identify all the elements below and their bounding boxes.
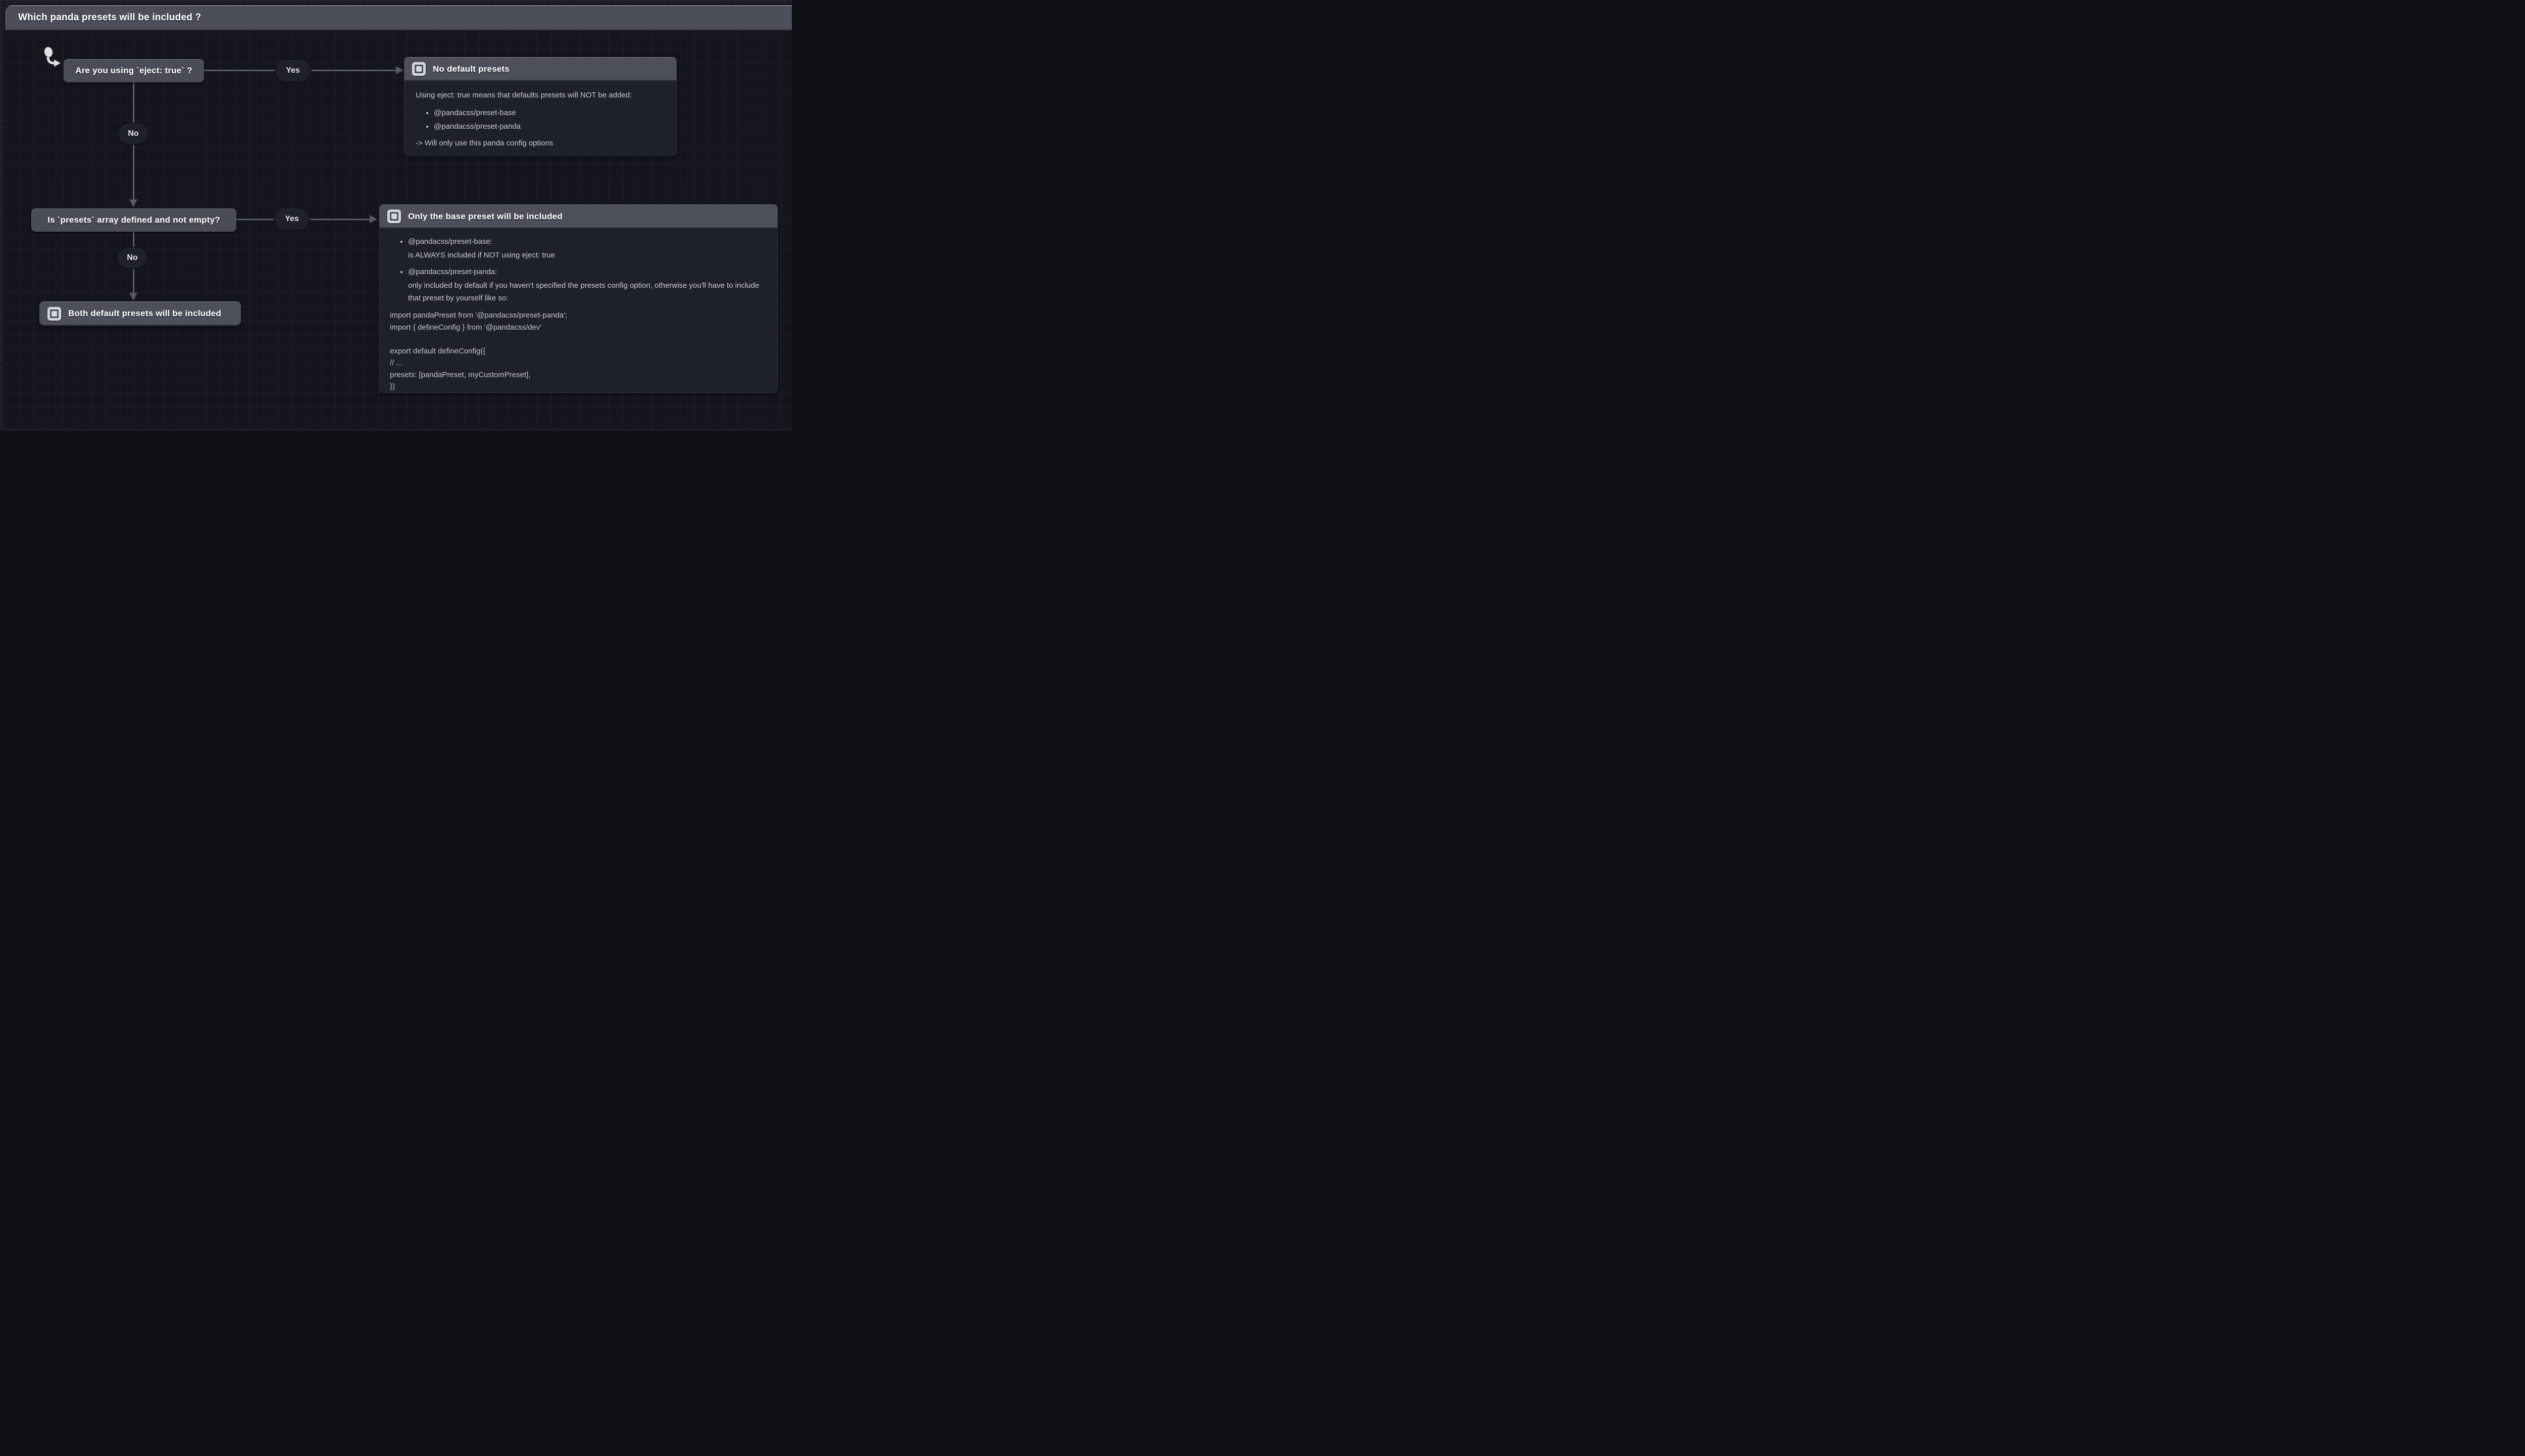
- frame-title: Which panda presets will be included ?: [18, 12, 201, 23]
- frame-title-bar[interactable]: Which panda presets will be included ?: [5, 5, 792, 30]
- preset-base-desc: is ALWAYS included if NOT using eject: t…: [408, 251, 556, 259]
- box-both-presets-header[interactable]: Both default presets will be included: [39, 301, 241, 326]
- code-line: }): [390, 382, 395, 391]
- frame-icon: [387, 210, 401, 223]
- code-line: presets: [pandaPreset, myCustomPreset],: [390, 370, 531, 379]
- edge-yes-1-label[interactable]: Yes: [275, 59, 311, 82]
- base-only-list: @pandacss/preset-base: is ALWAYS include…: [390, 235, 767, 304]
- node-eject-question[interactable]: Are you using `eject: true` ?: [64, 59, 204, 82]
- code-line: // ...: [390, 358, 403, 367]
- node-eject-question-label: Are you using `eject: true` ?: [75, 66, 192, 75]
- no-default-intro: Using eject: true means that defaults pr…: [416, 91, 632, 99]
- diagram-content: Are you using `eject: true` ? Yes No: [5, 30, 792, 427]
- list-item: @pandacss/preset-panda: [434, 120, 665, 133]
- preset-panda-desc: only included by default if you haven't …: [408, 281, 760, 302]
- edge-no-2-arrowhead: [129, 293, 137, 300]
- box-no-default-presets-body: Using eject: true means that defaults pr…: [404, 81, 677, 155]
- diagram-frame[interactable]: Which panda presets will be included ? A…: [5, 5, 792, 427]
- edge-yes-2-arrowhead: [370, 215, 377, 223]
- edge-no-2-label[interactable]: No: [117, 247, 148, 269]
- box-base-preset-only-title: Only the base preset will be included: [408, 211, 563, 221]
- list-item: @pandacss/preset-panda: only included by…: [408, 266, 767, 304]
- edge-yes-2-label[interactable]: Yes: [274, 207, 310, 231]
- code-line: import { defineConfig } from '@pandacss/…: [390, 323, 542, 332]
- edge-no-1-arrowhead: [129, 199, 137, 207]
- box-no-default-presets[interactable]: No default presets Using eject: true mea…: [404, 57, 677, 155]
- canvas-background: Which panda presets will be included ? A…: [0, 0, 792, 431]
- edge-no-1-label[interactable]: No: [118, 123, 149, 145]
- no-default-outro: -> Will only use this panda config optio…: [416, 139, 553, 147]
- cursor-arrow-icon: [44, 47, 61, 67]
- preset-base-term: @pandacss/preset-base:: [408, 237, 492, 246]
- list-item: @pandacss/preset-base: [434, 107, 665, 119]
- node-presets-question[interactable]: Is `presets` array defined and not empty…: [31, 209, 236, 232]
- frame-icon: [47, 306, 61, 321]
- code-line: [390, 333, 767, 345]
- box-no-default-presets-header[interactable]: No default presets: [404, 57, 677, 81]
- box-no-default-presets-title: No default presets: [433, 64, 510, 74]
- edge-yes-2-text: Yes: [285, 215, 299, 223]
- box-both-presets[interactable]: Both default presets will be included: [39, 301, 241, 326]
- box-both-presets-title: Both default presets will be included: [68, 308, 222, 318]
- edge-yes-1-arrowhead: [396, 66, 403, 74]
- edge-no-2-text: No: [127, 253, 138, 262]
- box-base-preset-only-body: @pandacss/preset-base: is ALWAYS include…: [379, 228, 778, 393]
- box-base-preset-only[interactable]: Only the base preset will be included @p…: [379, 204, 778, 393]
- edge-no-1-text: No: [128, 129, 139, 138]
- code-line: import pandaPreset from '@pandacss/prese…: [390, 311, 568, 320]
- code-block: import pandaPreset from '@pandacss/prese…: [390, 309, 767, 393]
- box-base-preset-only-header[interactable]: Only the base preset will be included: [379, 204, 778, 228]
- node-presets-question-label: Is `presets` array defined and not empty…: [47, 215, 220, 225]
- code-line: export default defineConfig({: [390, 346, 486, 355]
- no-default-list: @pandacss/preset-base @pandacss/preset-p…: [416, 107, 665, 133]
- preset-panda-term: @pandacss/preset-panda:: [408, 268, 497, 276]
- edge-yes-1-text: Yes: [286, 66, 300, 75]
- list-item: @pandacss/preset-base: is ALWAYS include…: [408, 235, 767, 262]
- frame-icon: [412, 62, 426, 76]
